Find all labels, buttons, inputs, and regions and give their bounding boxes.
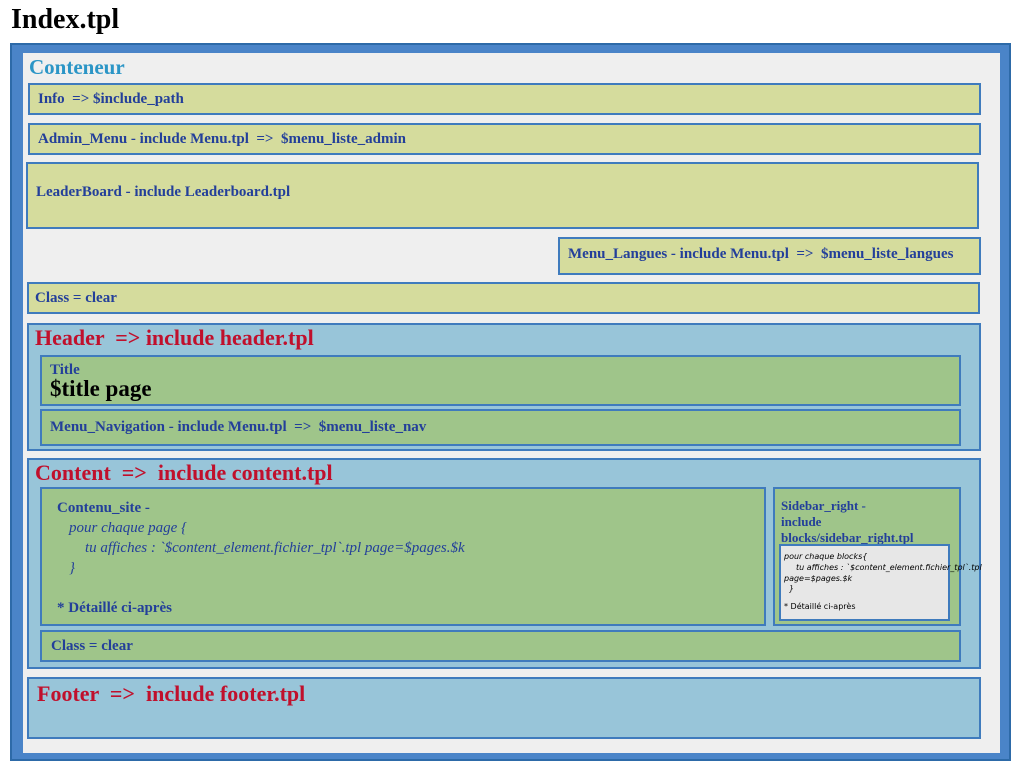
contenu-site-title: Contenu_site - xyxy=(57,500,150,516)
contenu-line-1: pour chaque page { xyxy=(69,520,188,536)
menu-navigation-label: Menu_Navigation - include Menu.tpl => $m… xyxy=(50,419,427,435)
conteneur-label: Conteneur xyxy=(29,55,125,79)
class-clear-label: Class = clear xyxy=(35,290,117,306)
leaderboard-label: LeaderBoard - include Leaderboard.tpl xyxy=(36,184,291,200)
class-clear-block: Class = clear xyxy=(27,282,980,314)
menu-langues-label: Menu_Langues - include Menu.tpl => $menu… xyxy=(568,246,954,262)
footer-label: Footer => include footer.tpl xyxy=(37,681,306,706)
sidebar-note-line-5: * Détaillé ci-après xyxy=(784,602,856,611)
title-big-label: $title page xyxy=(50,376,152,401)
title-small-label: Title xyxy=(50,362,80,378)
menu-navigation-block: Menu_Navigation - include Menu.tpl => $m… xyxy=(40,409,961,446)
sidebar-note-line-4: } xyxy=(789,584,795,593)
content-class-clear-label: Class = clear xyxy=(51,638,133,654)
content-class-clear-block: Class = clear xyxy=(40,630,961,662)
sidebar-note-line-1: pour chaque blocks{ xyxy=(784,552,868,561)
contenu-line-3: } xyxy=(69,560,75,576)
header-label: Header => include header.tpl xyxy=(35,325,314,350)
title-block: Title $title page xyxy=(40,355,961,406)
content-label: Content => include content.tpl xyxy=(35,460,333,485)
admin-menu-block: Admin_Menu - include Menu.tpl => $menu_l… xyxy=(28,123,981,155)
sidebar-line-1: Sidebar_right - xyxy=(781,498,866,513)
sidebar-note-line-2: tu affiches : `$content_element.fichier_… xyxy=(796,563,982,572)
contenu-line-2: tu affiches : `$content_element.fichier_… xyxy=(85,540,465,556)
footer-block: Footer => include footer.tpl xyxy=(27,677,981,739)
contenu-site-block: Contenu_site - pour chaque page { tu aff… xyxy=(40,487,766,626)
admin-menu-label: Admin_Menu - include Menu.tpl => $menu_l… xyxy=(38,131,406,147)
sidebar-note-block: pour chaque blocks{ tu affiches : `$cont… xyxy=(779,544,982,621)
sidebar-line-3: blocks/sidebar_right.tpl xyxy=(781,530,914,545)
info-block: Info => $include_path xyxy=(28,83,981,115)
contenu-detail: * Détaillé ci-après xyxy=(57,600,172,616)
menu-langues-block: Menu_Langues - include Menu.tpl => $menu… xyxy=(558,237,981,275)
page-title: Index.tpl xyxy=(11,4,120,35)
sidebar-note-line-3: page=$pages.$k xyxy=(784,574,853,583)
info-label: Info => $include_path xyxy=(38,91,184,107)
leaderboard-block: LeaderBoard - include Leaderboard.tpl xyxy=(26,162,979,229)
sidebar-line-2: include xyxy=(781,514,822,529)
